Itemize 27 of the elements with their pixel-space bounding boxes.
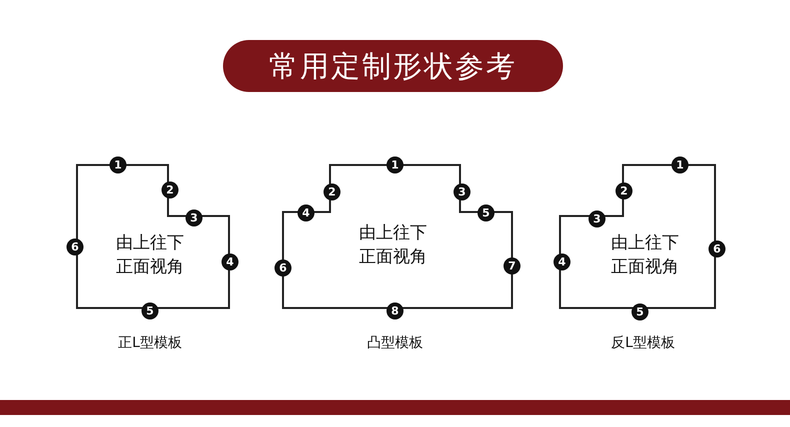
callout-number: 4 [554, 254, 570, 270]
template-caption: 凸型模板 [367, 334, 423, 352]
view-note: 由上往下正面视角 [610, 232, 680, 279]
callout-number: 2 [162, 182, 178, 198]
callout-number: 2 [616, 182, 632, 200]
callout-number: 5 [632, 304, 648, 320]
template-caption: 反L型模板 [611, 334, 675, 352]
callout-number: 6 [274, 260, 292, 276]
callout-number: 5 [142, 302, 158, 320]
callout-number: 8 [386, 302, 404, 320]
callout-number: 1 [672, 156, 688, 174]
view-note: 由上往下正面视角 [358, 222, 428, 269]
callout-number: 3 [186, 210, 202, 226]
callout-number: 1 [110, 156, 126, 174]
callout-number: 5 [478, 204, 494, 222]
template-caption: 正L型模板 [118, 334, 182, 352]
title-banner: 常用定制形状参考 [223, 40, 563, 92]
callout-number: 3 [588, 210, 606, 228]
callout-number: 7 [504, 258, 520, 274]
callout-number: 4 [222, 254, 238, 270]
callout-number: 3 [454, 184, 470, 200]
callout-number: 6 [66, 238, 84, 256]
callout-number: 4 [298, 204, 314, 222]
callout-number: 6 [708, 240, 726, 258]
callout-number: 2 [324, 184, 340, 200]
callout-number: 1 [386, 156, 404, 174]
view-note: 由上往下正面视角 [115, 232, 185, 279]
